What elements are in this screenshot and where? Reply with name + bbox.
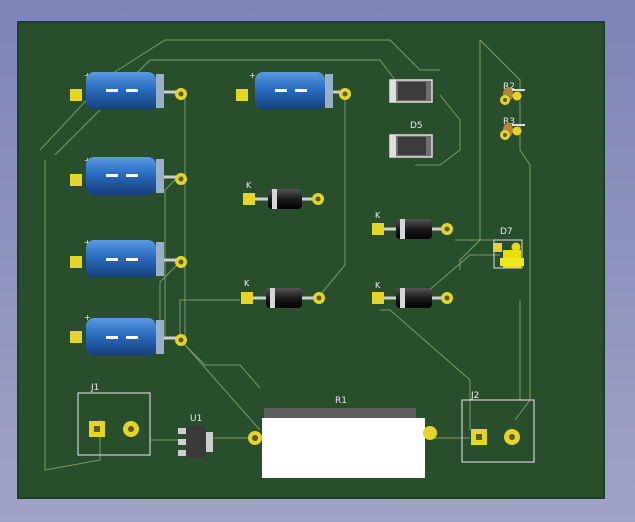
capacitor-c2[interactable]: + (70, 156, 187, 195)
r2-label: R2 (503, 82, 515, 92)
cathode-label: K (375, 281, 381, 290)
led-d7[interactable]: D7 (493, 227, 524, 269)
r3-label: R3 (503, 117, 515, 127)
connector-j1[interactable]: J1 (77, 383, 151, 456)
cathode-label: K (375, 211, 381, 220)
polarity-mark: + (249, 71, 256, 80)
diode-d1[interactable]: K (243, 181, 324, 209)
j2-label: J2 (470, 391, 479, 401)
smd-diode-d5[interactable]: D5 (389, 121, 433, 158)
cathode-label: K (246, 181, 252, 190)
cathode-label: K (244, 279, 250, 288)
diode-d3[interactable]: K (241, 279, 325, 308)
r1-label: R1 (335, 396, 347, 406)
u1-label: U1 (190, 414, 202, 424)
polarity-mark: + (84, 71, 91, 80)
capacitor-c4[interactable]: + (70, 313, 187, 356)
resistor-r3[interactable]: R3 (500, 117, 525, 140)
j1-label: J1 (90, 383, 99, 393)
smd-diode-top[interactable] (389, 79, 433, 103)
diode-d4[interactable]: K (372, 281, 453, 308)
capacitor-c5[interactable]: + (236, 71, 351, 110)
capacitor-c3[interactable]: + (70, 238, 187, 278)
polarity-mark: + (84, 156, 91, 165)
polarity-mark: + (84, 238, 91, 247)
d5-label: D5 (410, 121, 423, 131)
d7-label: D7 (500, 227, 513, 237)
resistor-r1[interactable]: R1 (248, 396, 437, 478)
polarity-mark: + (84, 313, 91, 322)
diode-d2[interactable]: K (372, 211, 453, 239)
connector-j2[interactable]: J2 (461, 391, 535, 463)
regulator-u1[interactable]: U1 (178, 414, 213, 458)
resistor-r2[interactable]: R2 (500, 82, 525, 105)
capacitor-c1[interactable]: + (70, 71, 187, 110)
